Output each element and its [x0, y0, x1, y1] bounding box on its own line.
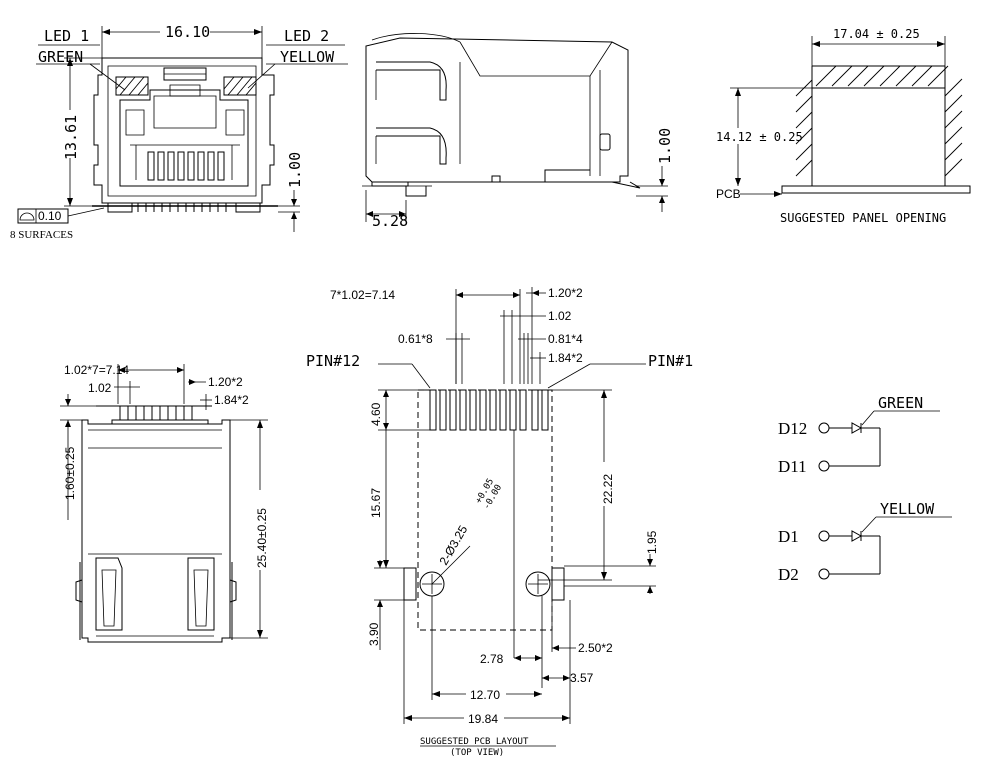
pcb-label: PCB: [716, 187, 741, 201]
panel-caption: SUGGESTED PANEL OPENING: [780, 211, 946, 225]
panel-height-dim: 14.12 ± 0.25: [716, 130, 803, 144]
flatness-tolerance: 0.10: [38, 209, 62, 223]
panel-opening: 17.04 ± 0.25 PCB 14.12 ± 0.25 SUG: [714, 26, 971, 225]
led1-label: LED 1: [44, 27, 89, 45]
schematic-d1: D1: [778, 527, 799, 546]
bottom-pitch-dim: 1.02*7=7.14: [64, 363, 129, 377]
pcb-dim-1270: 12.70: [470, 688, 500, 702]
bottom-pin-length: 1.60±0.25: [63, 446, 77, 500]
pcb-pitch-dim: 7*1.02=7.14: [330, 288, 395, 302]
side-dim-right: 1.00: [656, 128, 674, 164]
side-view: 1.00 5.28: [362, 33, 674, 230]
schematic-d12: D12: [778, 419, 807, 438]
schematic-d2: D2: [778, 565, 799, 584]
pcb-sub-caption: (TOP VIEW): [450, 748, 504, 758]
pin12-label: PIN#12: [306, 352, 360, 370]
led-schematic: GREEN D12 D11 YELLOW D1 D2: [778, 394, 952, 584]
pcb-hole-dia1: 0.61*8: [398, 332, 433, 346]
front-width-dim: 16.10: [165, 23, 210, 41]
pin1-label: PIN#1: [648, 352, 693, 370]
pcb-vert-dim: 15.67: [369, 488, 383, 518]
bottom-offset-dim2: 1.84*2: [214, 393, 249, 407]
side-dim-bottom: 5.28: [372, 212, 408, 230]
led2-color: YELLOW: [280, 48, 335, 66]
pcb-dim-1984: 19.84: [468, 712, 498, 726]
led1-color: GREEN: [38, 48, 83, 66]
bottom-view: 1.02*7=7.14 1.02 1.20*2 1.84*2: [60, 363, 269, 643]
pcb-dim-250: 2.50*2: [578, 641, 613, 655]
bottom-offset-dim1: 1.20*2: [208, 375, 243, 389]
schematic-yellow-label: YELLOW: [880, 500, 935, 518]
surfaces-note: 8 SURFACES: [10, 229, 73, 241]
led2-label: LED 2: [284, 27, 329, 45]
bottom-pin-pitch: 1.02: [88, 381, 112, 395]
front-pin-dim: 1.00: [286, 152, 304, 188]
pcb-dim-278: 2.78: [480, 652, 504, 666]
front-height-dim: 13.61: [62, 115, 80, 160]
panel-width-dim: 17.04 ± 0.25: [833, 27, 920, 41]
pcb-dim-357: 3.57: [570, 671, 594, 685]
pcb-hole-dia2: 0.81*4: [548, 332, 583, 346]
pcb-small-dim-right: 1.95: [645, 530, 659, 554]
schematic-d11: D11: [778, 457, 807, 476]
pcb-pin-pitch: 1.02: [548, 309, 572, 323]
pcb-offset-dim2: 1.84*2: [548, 351, 583, 365]
bottom-body-length: 25.40±0.25: [255, 508, 269, 568]
pcb-row-depth: 4.60: [369, 402, 383, 426]
front-view: LED 1 GREEN LED 2 YELLOW 16.10: [10, 23, 348, 241]
schematic-green-label: GREEN: [878, 394, 923, 412]
pcb-right-vert-dim: 22.22: [601, 474, 615, 504]
pcb-offset-dim1: 1.20*2: [548, 286, 583, 300]
pcb-small-dim-left: 3.90: [367, 622, 381, 646]
pcb-hole-label: 2-Ø3.25: [436, 523, 470, 568]
pcb-layout: 7*1.02=7.14 1.20*2 1.02 0.61*8 0.81*4 1.…: [306, 286, 693, 758]
pcb-caption: SUGGESTED PCB LAYOUT: [420, 737, 529, 747]
